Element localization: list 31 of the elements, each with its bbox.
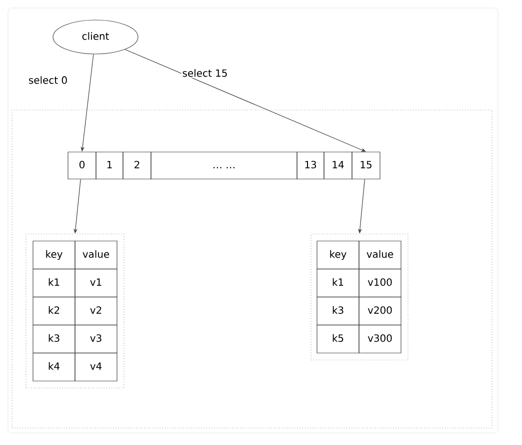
edge-label: select 15	[181, 68, 229, 78]
table-cell: v3	[74, 324, 118, 354]
database-frame	[12, 110, 492, 428]
arrow	[124, 49, 366, 152]
slot-cell: … …	[150, 152, 298, 180]
slot-cell: 13	[296, 152, 324, 180]
table-cell: k2	[32, 296, 76, 326]
table-cell: value	[74, 240, 118, 270]
table-cell: k3	[316, 296, 360, 326]
table-cell: key	[32, 240, 76, 270]
table-cell: v300	[358, 324, 402, 354]
table-cell: k1	[316, 268, 360, 298]
slot-cell: 0	[68, 152, 96, 180]
table-cell: k5	[316, 324, 360, 354]
table-cell: v100	[358, 268, 402, 298]
table-cell: v2	[74, 296, 118, 326]
table-frame	[26, 234, 124, 388]
slot-cell: 15	[352, 152, 380, 180]
table-cell: v4	[74, 352, 118, 382]
table-cell: v1	[74, 268, 118, 298]
table-cell: value	[358, 240, 402, 270]
table-cell: k4	[32, 352, 76, 382]
slot-cell: 14	[324, 152, 352, 180]
slot-cell: 2	[122, 152, 152, 180]
table-frame	[310, 234, 408, 360]
slot-cell: 1	[96, 152, 124, 180]
table-cell: k3	[32, 324, 76, 354]
edge-label: select 0	[27, 75, 69, 85]
table-cell: k1	[32, 268, 76, 298]
table-cell: v200	[358, 296, 402, 326]
table-cell: key	[316, 240, 360, 270]
